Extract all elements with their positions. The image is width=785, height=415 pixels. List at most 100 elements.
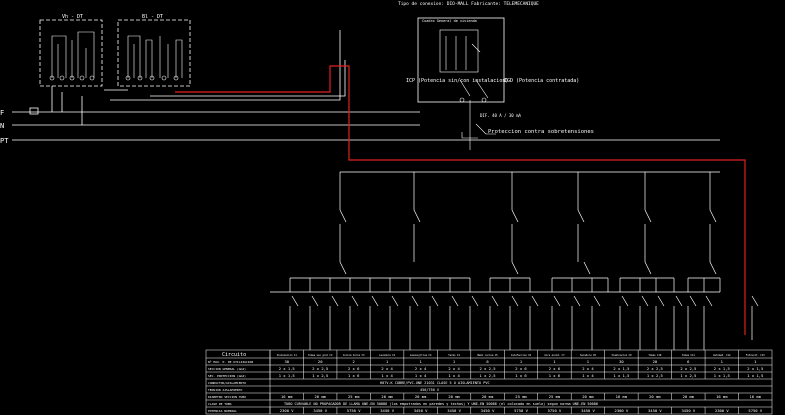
icp-note: ICP (Potencia sin/con instalacion) (406, 78, 508, 84)
potencia-cell: 3450 V (481, 408, 495, 413)
seccion-cell: 2 x 6 (549, 366, 561, 371)
potencia-cell: 5750 V (748, 408, 762, 413)
col-header: Tomas C11 (682, 354, 696, 357)
potencia-cell: 2300 V (715, 408, 729, 413)
n-max-cell: 1 (553, 359, 556, 364)
proteccion-cell: 1 x 2,5 (312, 373, 328, 378)
col-header: Calefaccion C6 (511, 354, 532, 357)
potencia-cell: 5750 V (347, 408, 361, 413)
panel-internals (439, 29, 489, 120)
seccion-cell: 2 x 1,5 (279, 366, 295, 371)
proteccion-cell: 1 x 4 (582, 373, 594, 378)
potencia-cell: 3450 V (648, 408, 662, 413)
diametro-cell: 20 mm (683, 394, 695, 399)
proteccion-cell: 1 x 6 (515, 373, 527, 378)
n-max-cell: 1 (453, 359, 456, 364)
n-max-cell: 1 (419, 359, 422, 364)
col-header: Lavavajillas C4 (410, 354, 432, 357)
conductor-text: H07V-K COBRE/PVC-UNE 21031 CLASE 5 O AIS… (380, 381, 490, 385)
seccion-cell: 2 x 1,5 (714, 366, 730, 371)
proteccion-cell: 1 x 1,5 (747, 373, 763, 378)
row-label: TENSION AISLAMIENTO (208, 388, 243, 392)
line-label-n: N (0, 122, 4, 130)
row-label: DIAMETRO SECCION TUBO (208, 395, 246, 399)
meter-label-2: Bl - DT (142, 14, 163, 20)
potencia-cell: 3450 V (447, 408, 461, 413)
proteccion-cell: 1 x 6 (348, 373, 360, 378)
col-header: Iluminacion C9 (611, 354, 632, 357)
diametro-cell: 20 mm (649, 394, 661, 399)
potencia-cell: 3450 V (581, 408, 595, 413)
diametro-cell: 20 mm (448, 394, 460, 399)
n-max-cell: 6 (687, 359, 690, 364)
circuit-table-grid (205, 349, 773, 415)
proteccion-cell: 1 x 1,5 (279, 373, 295, 378)
seccion-cell: 2 x 4 (582, 366, 594, 371)
proteccion-cell: 1 x 4 (448, 373, 460, 378)
diametro-cell: 25 mm (515, 394, 527, 399)
seccion-cell: 2 x 1,5 (613, 366, 629, 371)
diametro-cell: 25 mm (549, 394, 561, 399)
circuit-table: Circuito Nº MAX. P. DE UTILIZACION SECCI… (208, 352, 765, 413)
proteccion-cell: 1 x 1,5 (714, 373, 730, 378)
col-header: Fotovolt. C13 (746, 354, 765, 357)
clase-text: TUBO CURVABLE NO PROPAGADOR DE LLAMA UNE… (284, 402, 598, 406)
n-max-cell: 20 (653, 359, 658, 364)
proteccion-cell: 1 x 4 (381, 373, 393, 378)
meter-internals (49, 31, 183, 81)
seccion-cell: 2 x 1,5 (747, 366, 763, 371)
n-max-cell: 1 (721, 359, 724, 364)
potencia-cell: 3450 V (681, 408, 695, 413)
diametro-cell: 20 mm (582, 394, 594, 399)
meter-label-1: Vh - DT (62, 14, 83, 20)
diametro-cell: 16 mm (716, 394, 728, 399)
seccion-cell: 2 x 6 (348, 366, 360, 371)
row-label: Nº MAX. P. DE UTILIZACION (208, 360, 253, 364)
distribution-bus (270, 171, 759, 350)
row-label: CONDUCTOR/AISLAMIENTO (208, 381, 246, 385)
diametro-cell: 20 mm (381, 394, 393, 399)
col-header: Tomas uso gral C2 (308, 354, 333, 357)
seccion-cell: 2 x 2,5 (480, 366, 496, 371)
diametro-cell: 16 mm (281, 394, 293, 399)
dif-label: DIF. 40 A / 30 mA (480, 113, 522, 118)
diametro-cell: 20 mm (482, 394, 494, 399)
line-label-f: F (0, 109, 4, 117)
seccion-cell: 2 x 4 (448, 366, 460, 371)
protection-label: Proteccion contra sobretensiones (488, 129, 594, 135)
col-header: Secadora C8 (580, 354, 596, 357)
proteccion-cell: 1 x 6 (549, 373, 561, 378)
potencia-cell: 2300 V (615, 408, 629, 413)
col-header: Automat. C12 (713, 354, 731, 357)
table-title: Circuito (222, 352, 246, 358)
tension-text: 450/750 V (420, 388, 440, 392)
seccion-cell: 2 x 2,5 (680, 366, 696, 371)
seccion-cell: 2 x 4 (415, 366, 427, 371)
potencia-cell: 3450 V (414, 408, 428, 413)
diametro-cell: 20 mm (314, 394, 326, 399)
meter-box-2 (117, 19, 191, 87)
meter-box-1 (39, 19, 103, 87)
diametro-cell: 20 mm (415, 394, 427, 399)
surge-protector (461, 120, 496, 150)
row-label: POTENCIA NOMINAL (208, 409, 237, 413)
n-max-cell: 6 (486, 359, 489, 364)
diametro-cell: 16 mm (750, 394, 762, 399)
row-label: CLASE DE TUBO (208, 402, 232, 406)
panel-label: Cuadro General de vivienda (422, 19, 477, 23)
proteccion-cell: 1 x 1,5 (613, 373, 629, 378)
row-label: SEC. PROTECCION (mm2) (208, 374, 246, 378)
row-label: SECCION GENERAL (mm2) (208, 367, 246, 371)
n-max-cell: 30 (619, 359, 624, 364)
diametro-cell: 16 mm (616, 394, 628, 399)
n-max-cell: 1 (587, 359, 590, 364)
seccion-cell: 2 x 4 (381, 366, 393, 371)
n-max-cell: 2 (353, 359, 355, 364)
n-max-cell: 20 (318, 359, 323, 364)
col-header: Iluminacion C1 (277, 354, 298, 357)
supply-lines (12, 30, 720, 141)
igd-note: IGD (Potencia contratada) (504, 78, 579, 84)
n-max-cell: 1 (754, 359, 757, 364)
